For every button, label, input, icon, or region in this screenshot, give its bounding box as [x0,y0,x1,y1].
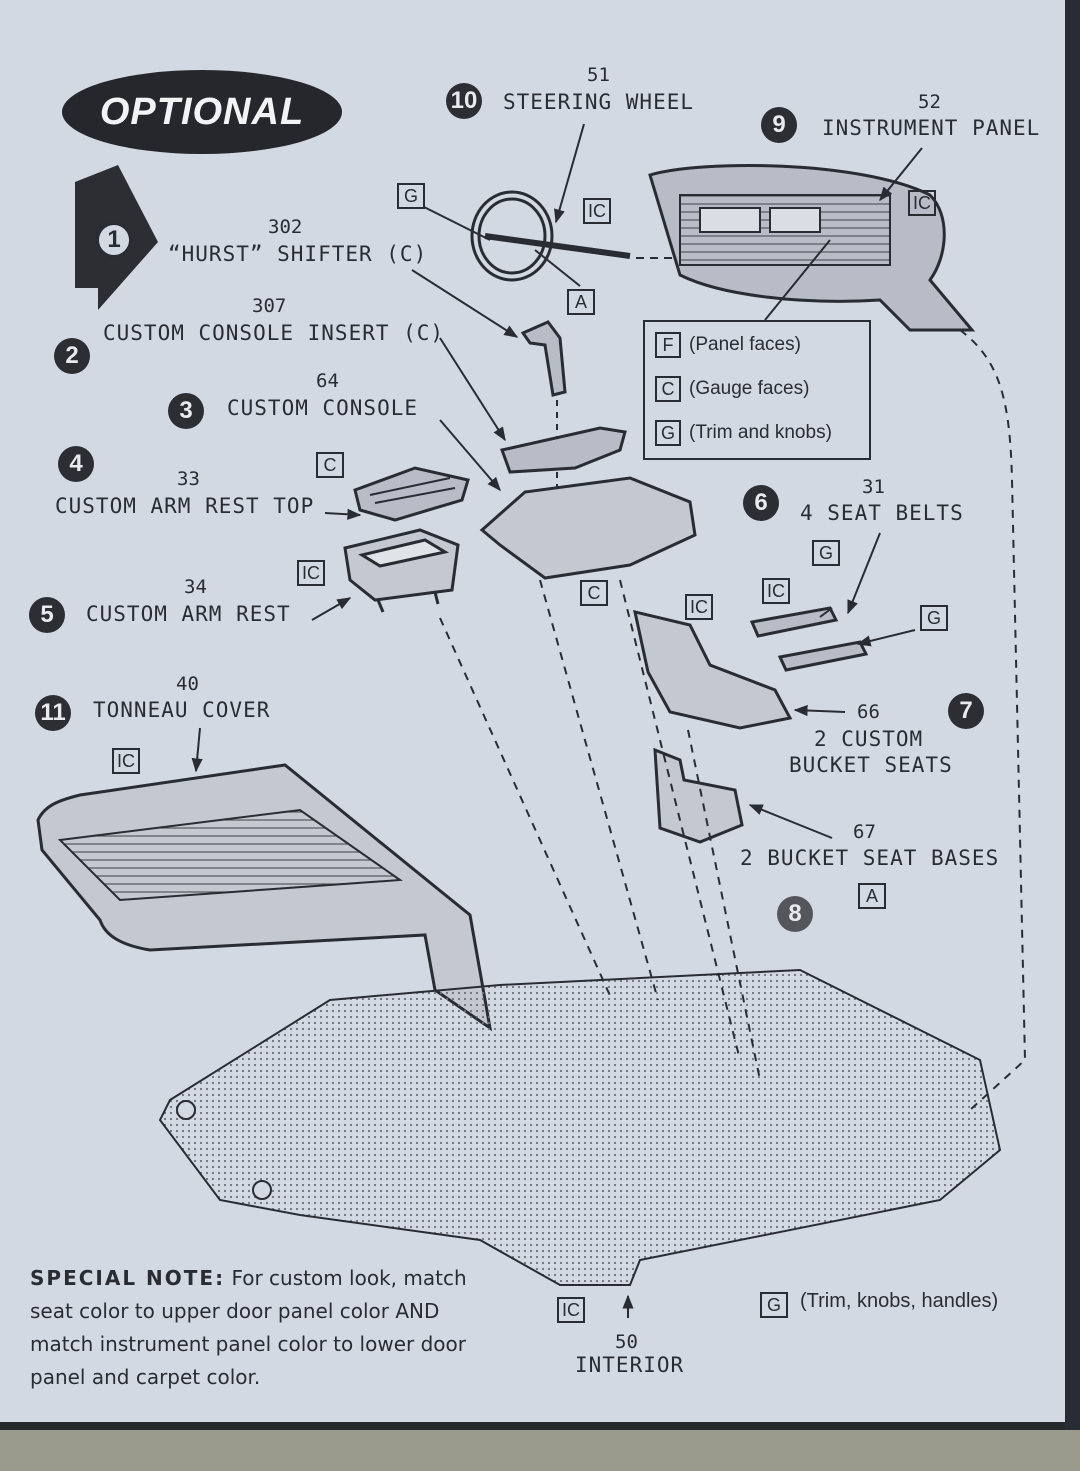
part-name-arm-rest-top: CUSTOM ARM REST TOP [55,494,315,518]
color-code-g-steering: G [397,183,425,209]
part-number-steering-wheel: 51 [587,64,610,86]
interior-tub-drawing [158,968,1002,1286]
color-code-ic-seats: IC [685,594,713,620]
legend-text: (Gauge faces) [689,378,810,399]
step-marker-1: 1 [96,222,132,258]
special-note-body: For custom look, match seat color to upp… [30,1266,467,1389]
color-code-g-belt-c: G [920,605,948,631]
legend-code: C [655,376,681,402]
bottom-rule [0,1422,1065,1430]
part-name-bucket-seats-line1: 2 CUSTOM [814,727,924,751]
color-code-ic-steering: IC [583,198,611,224]
part-name-steering-wheel: STEERING WHEEL [503,90,695,114]
part-number-shifter: 302 [268,216,303,238]
sheet-edge [1065,0,1080,1452]
part-number-arm-rest-top: 33 [177,468,200,490]
step-marker-6: 6 [743,485,779,521]
color-code-c-arm-rest-top: C [316,452,344,478]
part-number-tonneau: 40 [176,673,199,695]
part-number-bucket-seats: 66 [857,701,880,723]
legend-row: G (Trim and knobs) [655,420,832,446]
bucket-seat-drawing [633,609,793,730]
console-insert-drawing [500,426,627,474]
part-number-seat-belts: 31 [862,476,885,498]
part-name-console-insert: CUSTOM CONSOLE INSERT (C) [103,321,445,345]
console-drawing [479,476,697,580]
part-name-seat-bases: 2 BUCKET SEAT BASES [740,846,1000,870]
tonneau-cover-drawing [36,763,493,1032]
part-number-instrument-panel: 52 [918,91,941,113]
legend-text: (Panel faces) [689,334,801,355]
part-number-arm-rest: 34 [184,576,207,598]
shifter-drawing [520,320,567,397]
step-marker-10: 10 [446,83,482,119]
color-code-a-seat-bases: A [858,883,886,909]
part-name-interior: INTERIOR [575,1353,685,1377]
instrument-panel-drawing [648,163,976,332]
seat-belts-drawing [749,606,869,672]
interior-g-description: (Trim, knobs, handles) [800,1290,999,1312]
part-number-console: 64 [316,370,339,392]
step-marker-7: 7 [948,693,984,729]
color-code-g-belt-a: G [812,540,840,566]
seat-base-drawing [653,747,744,844]
color-code-c-console: C [580,580,608,606]
step-marker-8: 8 [777,896,813,932]
color-code-a-steering: A [567,289,595,315]
color-code-ic-belt: IC [762,578,790,604]
part-name-seat-belts: 4 SEAT BELTS [800,501,964,525]
step-marker-3: 3 [168,393,204,429]
part-name-bucket-seats-line2: BUCKET SEATS [789,753,953,777]
step-marker-5: 5 [29,597,65,633]
special-note: SPECIAL NOTE: For custom look, match sea… [30,1262,480,1394]
color-code-ic-interior: IC [557,1297,585,1323]
special-note-heading: SPECIAL NOTE: [30,1266,226,1290]
step-marker-11: 11 [35,695,71,731]
legend-text: (Trim and knobs) [689,422,832,443]
arm-rest-top-drawing [353,466,470,522]
legend-code: F [655,332,681,358]
step-marker-9: 9 [761,107,797,143]
color-code-g-interior: G [760,1292,788,1318]
part-name-tonneau: TONNEAU COVER [93,698,271,722]
legend-row: C (Gauge faces) [655,376,809,402]
color-code-ic-panel: IC [908,190,936,216]
step-marker-2: 2 [54,338,90,374]
part-name-console: CUSTOM CONSOLE [227,396,419,420]
part-number-interior: 50 [615,1331,638,1353]
color-code-ic-arm-rest: IC [297,560,325,586]
panel-color-legend: F (Panel faces) C (Gauge faces) G (Trim … [643,320,871,460]
color-code-ic-tonneau: IC [112,748,140,774]
optional-badge-text: OPTIONAL [99,90,305,133]
arm-rest-drawing [343,528,460,613]
legend-row: F (Panel faces) [655,332,801,358]
part-number-console-insert: 307 [252,295,287,317]
optional-badge: OPTIONAL [62,70,342,154]
step-marker-4: 4 [58,446,94,482]
steering-wheel-drawing [470,190,631,282]
part-number-seat-bases: 67 [853,821,876,843]
part-name-instrument-panel: INSTRUMENT PANEL [822,116,1041,140]
part-name-shifter: “HURST” SHIFTER (C) [168,242,428,266]
part-name-arm-rest: CUSTOM ARM REST [86,602,291,626]
exploded-view-diagram [36,123,1027,1318]
legend-code: G [655,420,681,446]
table-surface [0,1430,1080,1471]
